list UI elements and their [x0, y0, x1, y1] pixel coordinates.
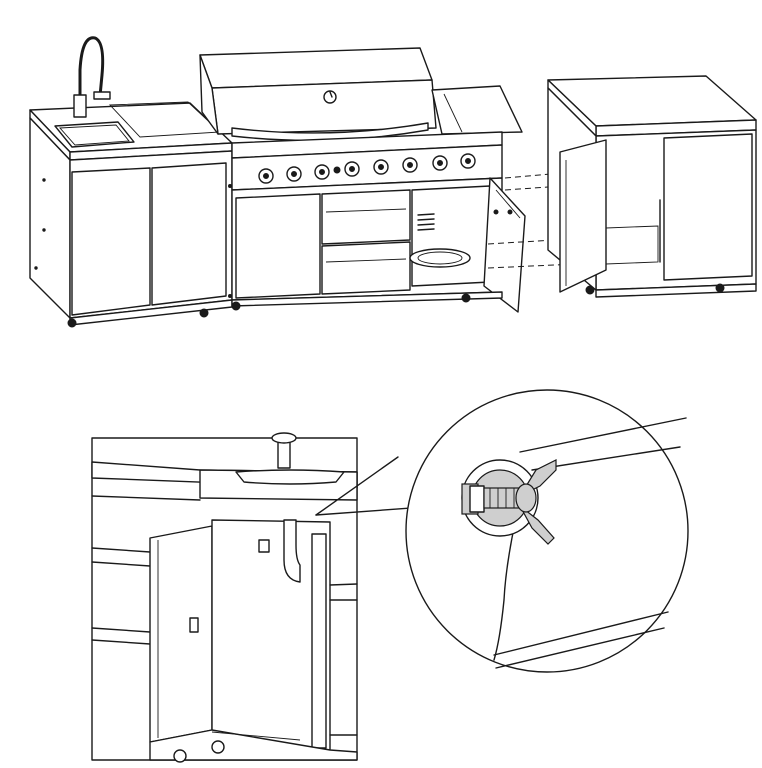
side-cabinet — [547, 75, 757, 298]
sink-basin — [54, 121, 135, 148]
grill-left-door — [235, 193, 321, 299]
burner-knob-icon — [402, 157, 418, 173]
side-panel — [311, 533, 327, 749]
caster-wheel-icon — [231, 301, 241, 311]
burner-knob-icon — [258, 168, 274, 184]
vent-slots — [417, 213, 435, 231]
thermometer-icon — [323, 90, 337, 104]
burner-knob-icon — [460, 153, 476, 169]
faucet-icon — [73, 36, 111, 118]
burner-knob-icon — [432, 155, 448, 171]
drain-pipe — [283, 519, 301, 583]
burner-knob-icon — [286, 166, 302, 182]
side-cabinet-open-door — [559, 139, 607, 293]
sink-cabinet — [29, 36, 233, 328]
zoom-detail-circle — [405, 389, 689, 673]
caster-wheel-icon — [173, 749, 187, 763]
igniter-button-icon — [333, 166, 341, 174]
caster-wheel-icon — [715, 283, 725, 293]
detail-hole — [258, 539, 270, 553]
burner-knob-icon — [373, 159, 389, 175]
burner-knob-icon — [314, 164, 330, 180]
wing-nut-icon — [461, 459, 557, 545]
caster-wheel-icon — [199, 308, 209, 318]
detail-sink-basin — [235, 469, 345, 485]
grill-drawer-bottom — [321, 241, 411, 295]
detail-cabinet — [91, 432, 358, 763]
grill-unit — [199, 47, 526, 313]
outdoor-kitchen-assembly — [29, 36, 757, 328]
detail-panel — [91, 389, 689, 763]
caster-wheel-icon — [585, 285, 595, 295]
caster-wheel-icon — [211, 740, 225, 754]
burner-knobs — [258, 153, 476, 184]
grill-drawer-top — [321, 189, 411, 245]
hood-handle — [231, 122, 429, 142]
sink-cabinet-right-door — [151, 162, 227, 306]
caster-wheel-icon — [461, 293, 471, 303]
caster-wheel-icon — [67, 318, 77, 328]
detail-open-door — [149, 525, 213, 743]
side-cabinet-right-door — [663, 133, 753, 281]
sink-cabinet-left-door — [71, 167, 151, 316]
burner-knob-icon — [344, 161, 360, 177]
